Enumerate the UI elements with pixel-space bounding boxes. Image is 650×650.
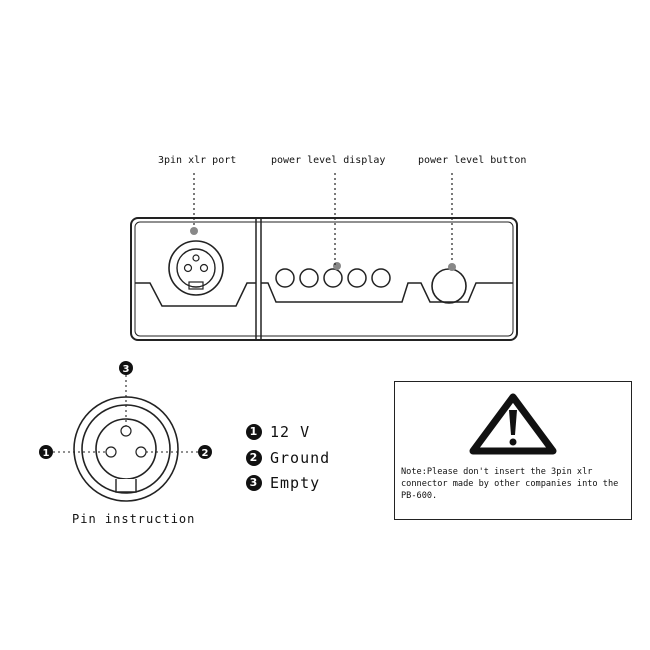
power-level-led-4 — [347, 268, 367, 288]
pin-legend-2-number: 2 — [246, 450, 262, 466]
pin-instruction-caption: Pin instruction — [72, 512, 196, 526]
pin-legend-1-number: 1 — [246, 424, 262, 440]
pin-legend-1-text: 12 V — [270, 423, 311, 441]
power-level-button-label: power level button — [418, 155, 527, 166]
device-body — [130, 217, 518, 341]
pin-marker-2-label: 2 — [202, 448, 209, 459]
pin-legend-1: 1 12 V — [246, 423, 310, 441]
device-xlr-port — [168, 227, 224, 296]
power-level-led-1 — [275, 268, 295, 288]
pin-legend-3: 3 Empty — [246, 474, 320, 492]
power-level-led-5 — [371, 268, 391, 288]
warning-note-box: Note:Please don't insert the 3pin xlr co… — [394, 381, 632, 520]
warning-triangle-icon — [469, 393, 557, 455]
power-level-led-3 — [323, 268, 343, 288]
pin-marker-2: 2 — [198, 445, 212, 459]
pin-marker-1: 1 — [39, 445, 53, 459]
power-level-led-2 — [299, 268, 319, 288]
pin-diagram — [53, 375, 198, 502]
pin-legend-2-text: Ground — [270, 449, 331, 467]
callout-lines — [193, 173, 453, 268]
pin-marker-1-label: 1 — [43, 448, 50, 459]
pin-marker-3-label: 3 — [123, 364, 130, 375]
display-indicator-dot — [333, 262, 341, 270]
power-level-display — [275, 262, 391, 288]
pin-legend-2: 2 Ground — [246, 449, 330, 467]
xlr-port-label: 3pin xlr port — [158, 155, 237, 166]
pin-legend-3-text: Empty — [270, 474, 321, 492]
power-level-button[interactable] — [431, 263, 467, 304]
power-level-display-label: power level display — [271, 155, 386, 166]
pin-marker-3: 3 — [119, 361, 133, 375]
pin-legend-3-number: 3 — [246, 475, 262, 491]
warning-note-text: Note:Please don't insert the 3pin xlr co… — [401, 467, 619, 501]
